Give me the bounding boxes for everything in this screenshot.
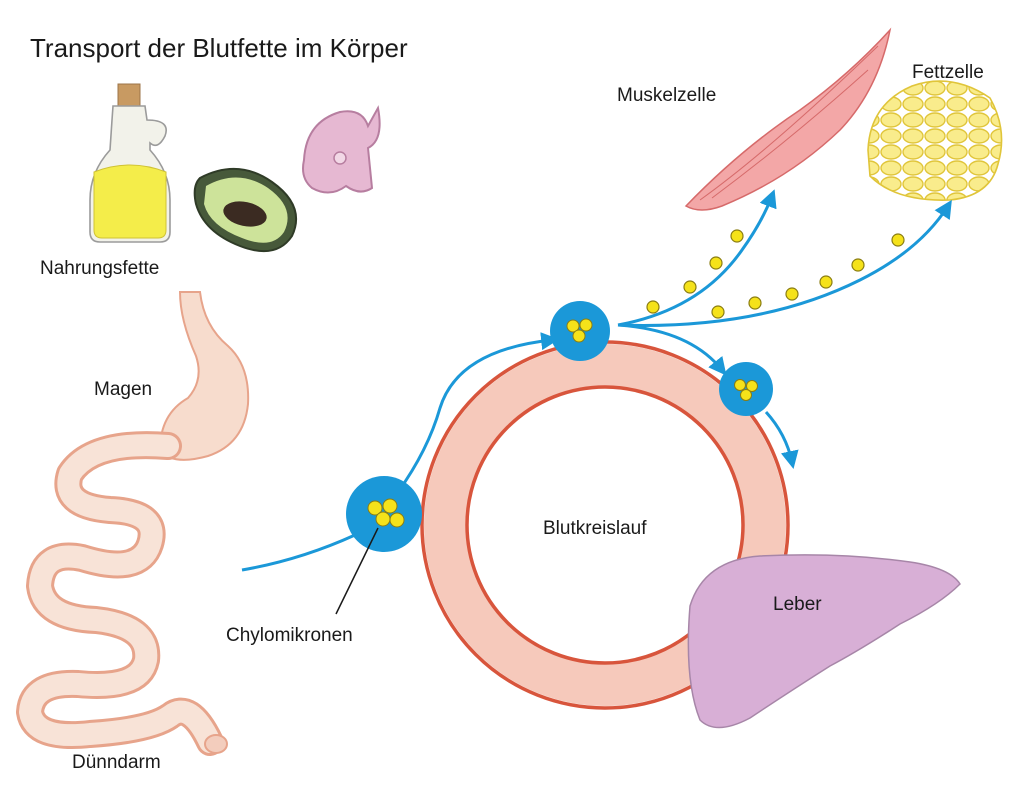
chylomicron-leader-line [335,527,379,615]
diagram-title: Transport der Blutfette im Körper [30,33,408,63]
stomach-icon [158,291,250,461]
fat-cell-cluster-icon [867,80,1003,201]
blood-flow-arrow [396,332,560,493]
label-small-intestine: Dünndarm [72,752,161,773]
label-circulation: Blutkreislauf [543,518,647,539]
label-stomach: Magen [94,379,152,400]
transport-arrows [241,189,952,572]
liver-icon [687,554,961,729]
chylomicron-particle-2 [550,301,610,361]
chylomicron-particle-3 [719,362,773,416]
label-muscle-cell: Muskelzelle [617,85,716,106]
to-muscle-arrow [617,189,777,327]
label-dietary-fats: Nahrungsfette [40,258,159,279]
to-fat-cell-arrow [617,199,952,327]
to-liver-arrow-2 [764,410,799,470]
small-intestine-icon [16,431,228,756]
label-chylomicrons: Chylomikronen [226,625,353,646]
oil-bottle-icon [89,83,171,243]
fish-steak-icon [302,105,381,194]
label-liver: Leber [773,594,822,615]
avocado-icon [193,167,297,253]
muscle-cell-icon [684,27,892,211]
chylomicron-particle-1 [346,476,422,552]
intestine-to-blood-arrow [241,533,356,572]
to-liver-arrow-1 [617,323,727,376]
label-fat-cell: Fettzelle [912,62,984,83]
fat-droplets [646,229,905,319]
